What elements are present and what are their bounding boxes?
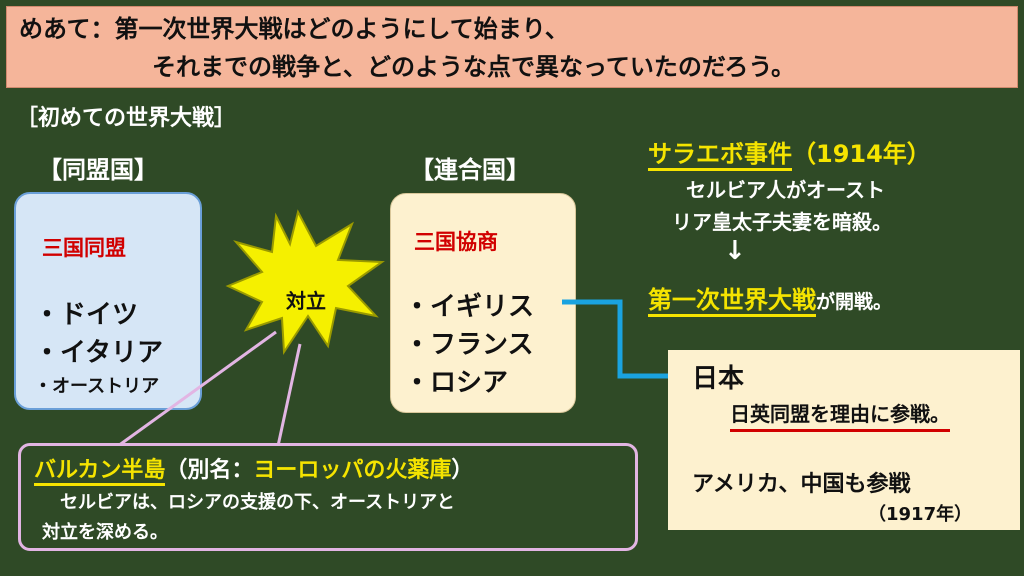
sarajevo-year: （1914年） — [792, 140, 931, 168]
japan-title: 日本 — [692, 364, 745, 394]
conflict-burst-icon — [225, 209, 385, 356]
down-arrow-icon: ↓ — [724, 236, 746, 266]
entente-item-russia: ・ロシア — [404, 368, 509, 398]
balkan-desc-2: 対立を深める。 — [42, 522, 168, 543]
balkan-desc-1: セルビアは、ロシアの支援の下、オーストリアと — [60, 492, 455, 513]
connector-line — [562, 299, 688, 379]
alliance-item-austria: ・オーストリア — [34, 376, 160, 397]
goal-line-1: めあて：第一次世界大戦はどのようにして始まり、 — [19, 15, 569, 43]
entente-head: 三国協商 — [414, 230, 498, 254]
goal-banner: めあて：第一次世界大戦はどのようにして始まり、 それまでの戦争と、どのような点で… — [6, 6, 1018, 88]
war-start-line: 第一次世界大戦が開戦。 — [648, 280, 893, 317]
section-title: ［初めての世界大戦］ — [16, 106, 237, 131]
sarajevo-title: サラエボ事件 — [648, 140, 792, 171]
callout-pointer-left — [117, 330, 277, 448]
balkan-heading: バルカン半島（別名：ヨーロッパの火薬庫） — [34, 452, 474, 486]
alliance-item-italy: ・イタリア — [34, 338, 163, 368]
alliance-title: 【同盟国】 — [38, 156, 158, 184]
balkan-alias-prefix: （別名： — [165, 458, 254, 483]
japan-reason: 日英同盟を理由に参戦。 — [730, 398, 950, 432]
goal-line-2: それまでの戦争と、どのような点で異なっていたのだろう。 — [152, 53, 795, 81]
war-suffix: が開戦。 — [816, 291, 893, 313]
alliance-box — [14, 192, 202, 410]
callout-pointer-right — [276, 343, 302, 447]
balkan-alias-suffix: ） — [451, 458, 474, 483]
balkan-alias: ヨーロッパの火薬庫 — [253, 458, 452, 483]
war-name: 第一次世界大戦 — [648, 286, 816, 317]
entente-item-france: ・フランス — [404, 330, 534, 360]
japan-box — [668, 350, 1020, 530]
japan-others: アメリカ、中国も参戦 — [692, 472, 911, 497]
sarajevo-desc-2: リア皇太子夫妻を暗殺。 — [672, 210, 892, 234]
conflict-label: 対立 — [286, 289, 326, 313]
entente-title: 【連合国】 — [410, 156, 530, 184]
balkan-callout — [18, 443, 638, 551]
alliance-item-germany: ・ドイツ — [34, 300, 139, 330]
balkan-title: バルカン半島 — [34, 458, 166, 486]
sarajevo-desc-1: セルビア人がオースト — [686, 178, 885, 202]
alliance-head: 三国同盟 — [42, 236, 126, 260]
japan-others-year: （1917年） — [868, 504, 973, 525]
sarajevo-heading: サラエボ事件（1914年） — [648, 134, 931, 171]
entente-item-britain: ・イギリス — [404, 292, 535, 322]
